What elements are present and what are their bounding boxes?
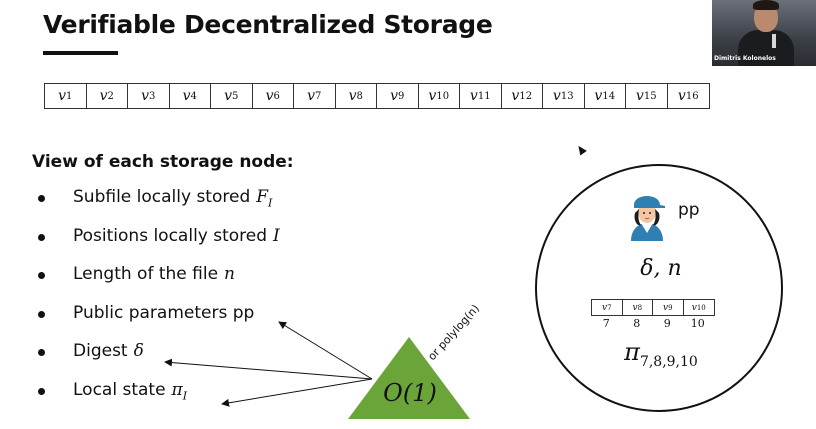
node-digest-length: δ, n [640, 256, 682, 281]
webcam-speaker-torso [738, 30, 794, 66]
node-subvector-index: 7 [602, 317, 610, 330]
node-subvector-index: 8 [633, 317, 641, 330]
bullet-dot [38, 195, 45, 202]
bullet-public-params: Public parameters pp [38, 303, 280, 342]
webcam-tile: Dimitris Kolonelos [712, 0, 816, 66]
bullet-math: δ [133, 341, 144, 361]
node-subvector-indices: 7 8 9 10 [591, 317, 713, 330]
node-pp-label: pp [678, 200, 700, 220]
view-heading: View of each storage node: [32, 152, 294, 172]
webcam-speaker-hair [753, 0, 779, 10]
bullet-dot [38, 310, 45, 318]
storage-node-circle [535, 164, 783, 412]
bullet-text: Digest [73, 341, 128, 361]
node-proof: π7,8,9,10 [624, 338, 698, 370]
bullet-math: I [273, 225, 280, 246]
arrow-to-digest [164, 358, 373, 380]
bullet-dot [38, 387, 45, 395]
node-subvector-index: 9 [663, 317, 671, 330]
arrow-to-local-state [221, 378, 373, 407]
complexity-triangle [348, 337, 470, 419]
title-underline [43, 51, 118, 55]
microphone-icon [772, 34, 776, 48]
bullet-text: Subfile locally stored [73, 187, 251, 207]
bullet-text: Local state [73, 379, 166, 400]
storage-node-person-icon [631, 196, 665, 241]
bullet-dot [38, 272, 45, 279]
bullet-math: FI [256, 187, 273, 210]
bullet-dot [38, 233, 45, 241]
bullet-math: πI [171, 379, 188, 402]
bullet-text: Public parameters pp [73, 302, 255, 323]
webcam-speaker-name: Dimitris Kolonelos [714, 55, 776, 62]
bullet-math: n [224, 264, 235, 284]
node-subvector-index: 10 [690, 317, 705, 330]
slide-title: Verifiable Decentralized Storage [43, 10, 493, 39]
bullet-text: Length of the file [73, 264, 219, 284]
complexity-label: O(1) [383, 379, 437, 407]
bullet-dot [38, 349, 45, 356]
bullet-text: Positions locally stored [73, 225, 268, 246]
